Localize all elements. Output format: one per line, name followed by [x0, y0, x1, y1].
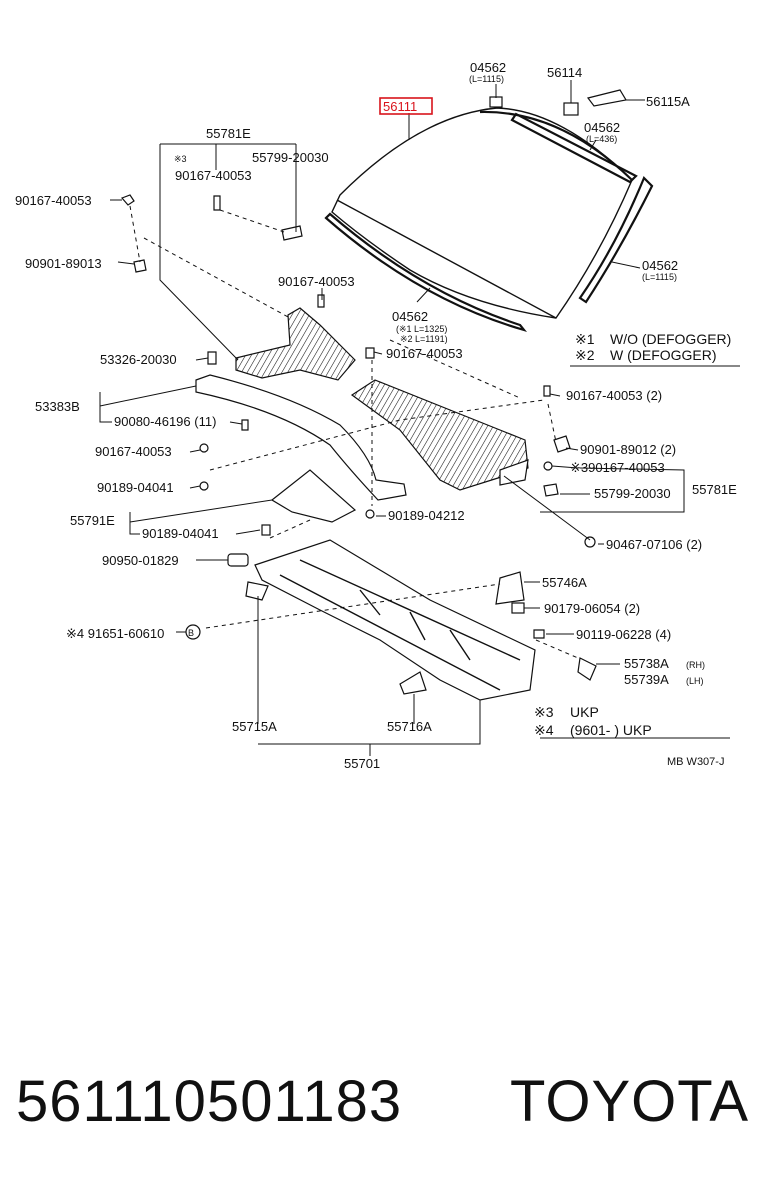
label-90167-a[interactable]: 90167-40053 [175, 168, 252, 183]
note4-mark: ※4 [534, 722, 554, 738]
note1-text: W/O (DEFOGGER) [610, 331, 731, 347]
cowl-bracket-53383B[interactable] [195, 374, 407, 501]
label-90189-b[interactable]: 90189-04041 [142, 526, 219, 541]
label-90167-star3[interactable]: ※390167-40053 [570, 460, 665, 475]
note1-mark: ※1 [575, 331, 595, 347]
label-90167-d[interactable]: 90167-40053 [386, 346, 463, 361]
label-53326[interactable]: 53326-20030 [100, 352, 177, 367]
label-90080[interactable]: 90080-46196 (11) [114, 414, 216, 429]
part-number: 561110501183 [16, 1069, 403, 1134]
label-04562-mid[interactable]: 04562 [584, 120, 620, 135]
label-91651[interactable]: ※4 91651-60610 [66, 626, 164, 641]
note4-text: (9601- ) UKP [570, 722, 652, 738]
note2-text: W (DEFOGGER) [610, 347, 717, 363]
label-56111[interactable]: 56111 [383, 99, 417, 114]
brand-name: TOYOTA [510, 1069, 750, 1134]
bracket-55746A[interactable] [495, 571, 525, 605]
label-04562-bottom-len1: (※1 L=1325) [396, 324, 447, 334]
bracket-55715A[interactable] [245, 581, 269, 601]
label-note3: ※3 [174, 154, 187, 164]
leader-lines [99, 80, 740, 756]
note2-mark: ※2 [575, 347, 595, 363]
clip-04562-top[interactable] [489, 96, 503, 108]
label-04562-top-len: (L=1115) [469, 74, 504, 84]
label-53383B[interactable]: 53383B [35, 399, 80, 414]
clip-56114[interactable] [563, 102, 579, 116]
label-90167-c[interactable]: 90167-40053 [278, 274, 355, 289]
label-90119[interactable]: 90119-06228 (4) [576, 627, 671, 642]
label-55746A[interactable]: 55746A [542, 575, 587, 590]
label-90189-a[interactable]: 90189-04041 [97, 480, 174, 495]
label-ref: MB W307-J [667, 756, 724, 768]
label-04562-bottom-len2: ※2 L=1191) [400, 334, 448, 344]
label-55799-b[interactable]: 55799-20030 [594, 486, 671, 501]
label-90167-left[interactable]: 90167-40053 [15, 193, 92, 208]
highlight-box [379, 97, 433, 115]
label-55701[interactable]: 55701 [344, 756, 380, 771]
label-04562-right[interactable]: 04562 [642, 258, 678, 273]
label-90901-89012[interactable]: 90901-89012 (2) [580, 442, 676, 457]
clip-56115A[interactable] [586, 89, 627, 107]
parts-diagram: 56111 04562 (L=1115) 56114 56115A 04562 … [15, 60, 740, 771]
moulding-right[interactable] [578, 176, 654, 304]
label-56114[interactable]: 56114 [547, 65, 582, 80]
windshield-glass[interactable] [331, 107, 633, 319]
bracket-55738A[interactable] [577, 657, 597, 681]
cowl-side-panel-left[interactable] [235, 307, 356, 381]
label-55716A[interactable]: 55716A [387, 719, 432, 734]
moulding-mid[interactable] [510, 112, 638, 184]
label-55791E[interactable]: 55791E [70, 513, 115, 528]
label-55715A[interactable]: 55715A [232, 719, 277, 734]
label-55738A-sub: (RH) [686, 660, 705, 670]
label-04562-bottom[interactable]: 04562 [392, 309, 428, 324]
cowl-panel-55791E[interactable] [270, 469, 357, 523]
dashed-assembly-lines [129, 205, 579, 659]
label-55781E-right[interactable]: 55781E [692, 482, 737, 497]
note3-mark: ※3 [534, 704, 554, 720]
label-90167-right[interactable]: 90167-40053 (2) [566, 388, 662, 403]
note3-text: UKP [570, 704, 599, 720]
moulding-bottom[interactable] [324, 212, 528, 333]
label-90950[interactable]: 90950-01829 [102, 553, 179, 568]
label-90467[interactable]: 90467-07106 (2) [606, 537, 702, 552]
cowl-panel-55701[interactable] [254, 539, 536, 701]
label-55738A[interactable]: 55738A [624, 656, 669, 671]
label-55739A-sub: (LH) [686, 676, 704, 686]
label-90189-04212[interactable]: 90189-04212 [388, 508, 465, 523]
label-04562-mid-len: (L=436) [586, 134, 617, 144]
label-90901-89013[interactable]: 90901-89013 [25, 256, 102, 271]
label-55799-a[interactable]: 55799-20030 [252, 150, 329, 165]
label-55781E-top[interactable]: 55781E [206, 126, 251, 141]
label-90179[interactable]: 90179-06054 (2) [544, 601, 640, 616]
label-55739A[interactable]: 55739A [624, 672, 669, 687]
grommet-90950[interactable] [227, 553, 249, 567]
label-04562-right-len: (L=1115) [642, 272, 677, 282]
label-90167-e[interactable]: 90167-40053 [95, 444, 172, 459]
bracket-55716A[interactable] [399, 671, 427, 695]
label-56115A[interactable]: 56115A [646, 94, 690, 109]
label-04562-top[interactable]: 04562 [470, 60, 506, 75]
bolt-b-mark: B [188, 628, 194, 638]
